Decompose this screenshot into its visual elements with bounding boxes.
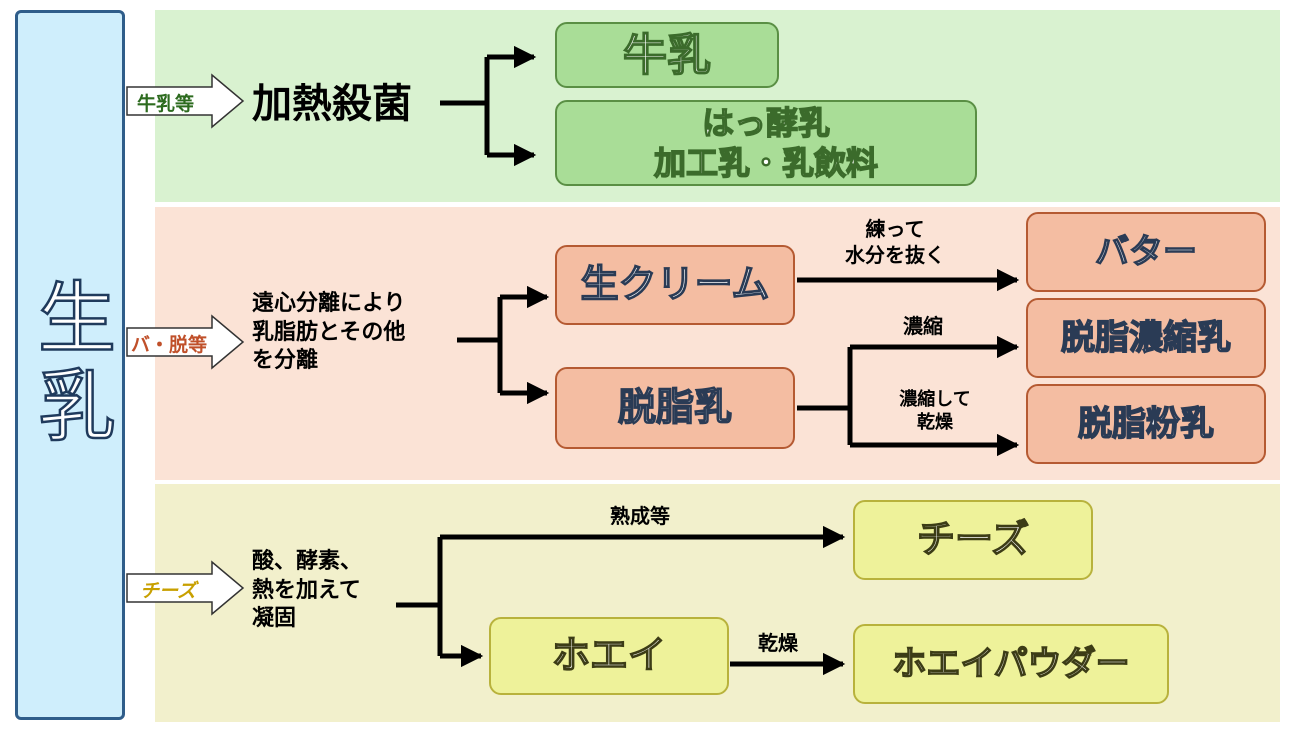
- label-concentrate-dry: 濃縮して 乾燥: [899, 389, 971, 434]
- product-box-cream: 生クリーム: [555, 245, 795, 325]
- tag-arrow-cheese: [126, 560, 245, 616]
- product-processed-milk: 加工乳・乳飲料: [653, 143, 878, 182]
- product-fermented-milk: はっ酵乳: [701, 103, 830, 142]
- process-heat-sterilization: 加熱殺菌: [252, 81, 412, 127]
- tag-cheese: チーズ: [140, 580, 197, 602]
- tag-butter: バ・脱等: [131, 334, 208, 356]
- product-whey: ホエイ: [551, 633, 666, 678]
- product-box-milk: 牛乳: [555, 22, 779, 88]
- product-condensed-skim: 脱脂濃縮乳: [1060, 317, 1231, 358]
- product-milk: 牛乳: [622, 29, 711, 81]
- product-box-fermented: はっ酵乳 加工乳・乳飲料: [555, 100, 977, 186]
- process-centrifuge: 遠心分離により 乳脂肪とその他 を分離: [252, 291, 406, 374]
- product-box-whey: ホエイ: [489, 617, 729, 695]
- tag-milk: 牛乳等: [137, 93, 195, 115]
- label-whey-dry: 乾燥: [758, 631, 798, 655]
- product-box-whey-powder: ホエイパウダー: [853, 624, 1169, 704]
- label-ripen: 熟成等: [610, 504, 670, 528]
- product-butter: バター: [1094, 231, 1197, 272]
- raw-milk-label: 生乳: [24, 276, 117, 455]
- product-box-butter: バター: [1026, 212, 1266, 292]
- label-concentrate: 濃縮: [903, 314, 943, 338]
- product-skim-milk: 脱脂乳: [617, 385, 732, 430]
- product-box-skim-milk: 脱脂乳: [555, 367, 795, 449]
- tag-arrow-milk: [126, 73, 245, 129]
- tag-arrow-butter: [126, 314, 245, 370]
- product-whey-powder: ホエイパウダー: [892, 643, 1131, 684]
- product-skim-powder: 脱脂粉乳: [1077, 403, 1214, 444]
- raw-milk-box: 生乳: [15, 10, 125, 720]
- product-cheese: チーズ: [916, 517, 1030, 562]
- label-churn: 練って 水分を抜く: [845, 217, 945, 267]
- product-cream: 生クリーム: [580, 262, 770, 307]
- process-coagulate: 酸、酵素、 熱を加えて 凝固: [252, 549, 363, 632]
- product-box-cheese: チーズ: [853, 500, 1093, 580]
- product-box-skim-powder: 脱脂粉乳: [1026, 384, 1266, 464]
- product-box-condensed-skim: 脱脂濃縮乳: [1026, 298, 1266, 378]
